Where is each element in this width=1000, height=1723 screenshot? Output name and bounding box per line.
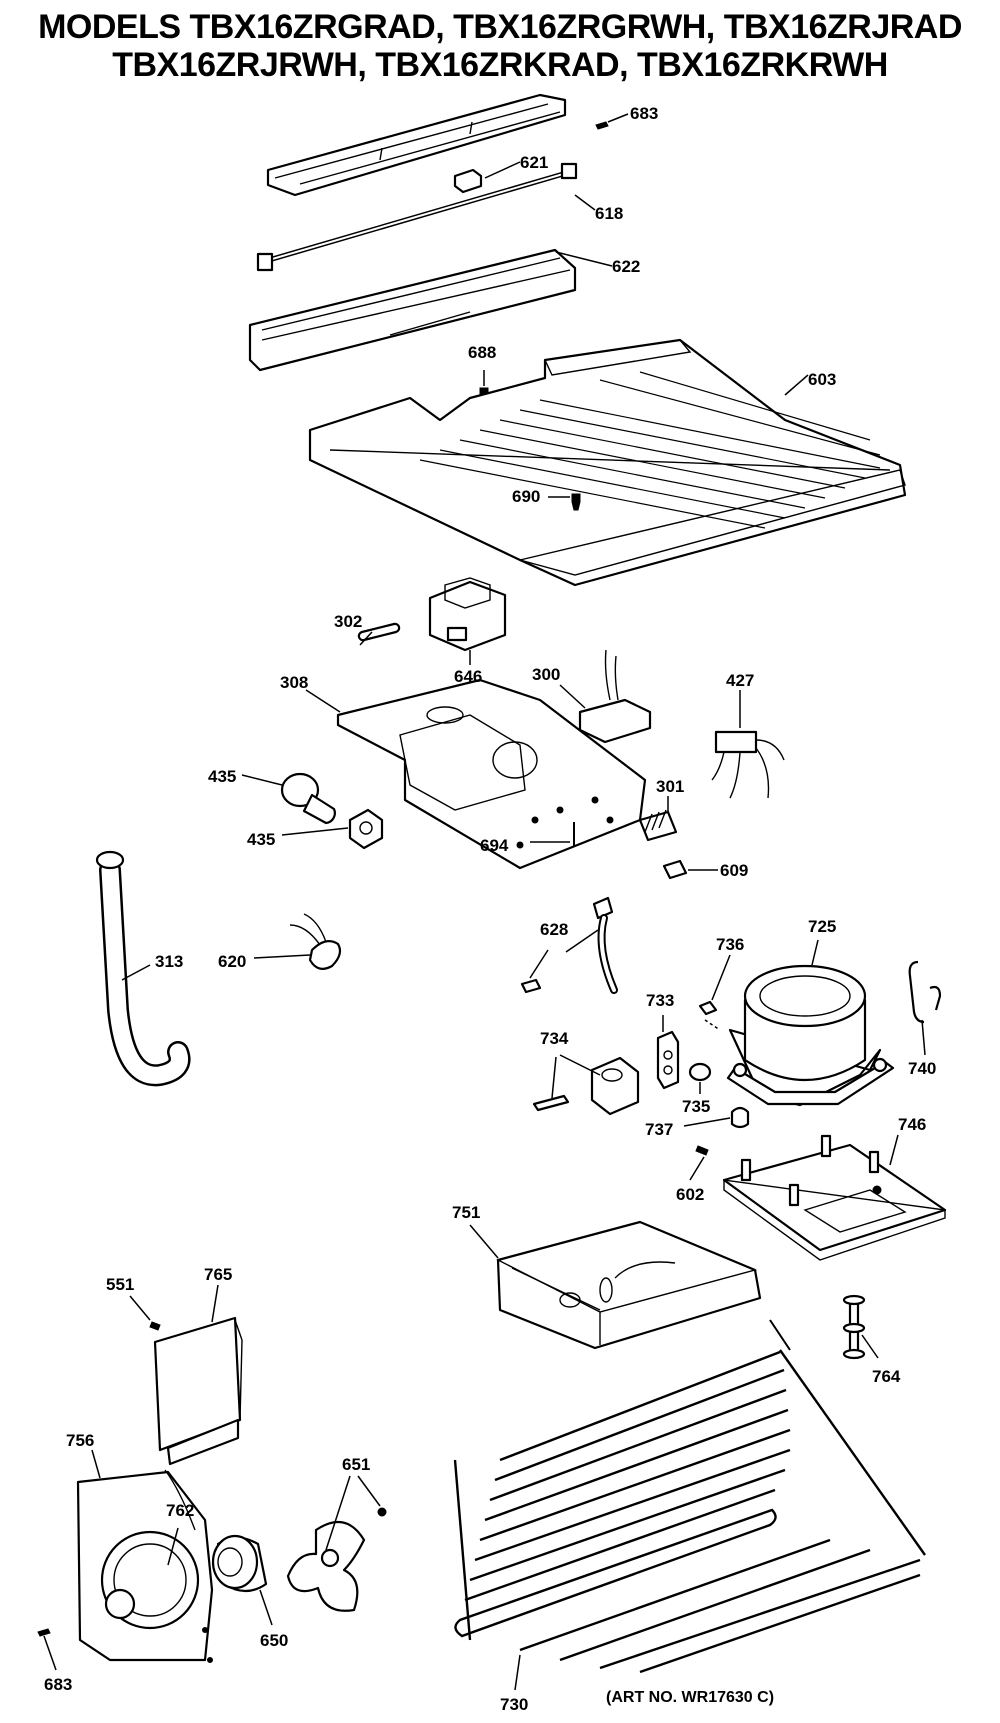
part-618-rod [256, 162, 596, 272]
label-618: 618 [595, 204, 623, 223]
label-302: 302 [334, 612, 362, 631]
part-300-switch [559, 649, 652, 744]
part-730-condenser [453, 1319, 926, 1691]
label-762: 762 [166, 1501, 194, 1520]
part-427-harness [711, 690, 785, 799]
part-301-spring [638, 796, 678, 842]
part-690-screw [548, 493, 581, 511]
label-764: 764 [872, 1367, 901, 1386]
part-756-fan-shroud [76, 1449, 214, 1663]
label-646: 646 [454, 667, 482, 686]
part-683-screw-bottom [37, 1628, 57, 1671]
label-628: 628 [540, 920, 568, 939]
diagram-title-line-2: TBX16ZRJRWH, TBX16ZRKRAD, TBX16ZRKRWH [112, 46, 888, 84]
label-551: 551 [106, 1275, 134, 1294]
art-number: (ART NO. WR17630 C) [606, 1689, 774, 1706]
label-602: 602 [676, 1185, 704, 1204]
label-609: 609 [720, 861, 748, 880]
part-603-shelf [308, 338, 907, 587]
label-733: 733 [646, 991, 674, 1010]
label-734: 734 [540, 1029, 569, 1048]
label-427: 427 [726, 671, 754, 690]
label-301: 301 [656, 777, 684, 796]
part-602-screw [689, 1145, 709, 1181]
label-683-top: 683 [630, 104, 658, 123]
part-621-bracket [266, 93, 567, 197]
label-765: 765 [204, 1265, 232, 1284]
diagram-title-line-1: MODELS TBX16ZRGRAD, TBX16ZRGRWH, TBX16ZR… [38, 8, 962, 46]
part-435-bulb [241, 772, 336, 825]
part-628-cord [520, 896, 618, 994]
part-620-capacitor [253, 913, 342, 971]
part-551-screw [129, 1295, 161, 1331]
label-756: 756 [66, 1431, 94, 1450]
label-300: 300 [532, 665, 560, 684]
label-308: 308 [280, 673, 308, 692]
part-302-pin [357, 622, 401, 646]
label-735: 735 [682, 1097, 710, 1116]
part-435-socket [281, 808, 384, 850]
part-646-control [428, 577, 507, 665]
part-683-screw-top [595, 113, 629, 130]
label-651: 651 [342, 1455, 370, 1474]
part-736-clip [698, 954, 731, 1016]
label-603: 603 [808, 370, 836, 389]
part-751-drain-pan [469, 1220, 762, 1350]
label-435-bulb: 435 [208, 767, 236, 786]
part-694-screw [530, 822, 575, 846]
label-688: 688 [468, 343, 496, 362]
part-number-labels: 683 621 618 622 688 603 690 302 646 308 … [44, 104, 936, 1714]
label-725: 725 [808, 917, 836, 936]
part-651-fan-blade [286, 1475, 387, 1612]
part-735-grommet [688, 1062, 712, 1094]
label-650: 650 [260, 1631, 288, 1650]
label-740: 740 [908, 1059, 936, 1078]
part-733-relay [656, 1015, 680, 1090]
part-622-channel [248, 248, 613, 372]
label-737: 737 [645, 1120, 673, 1139]
label-683-bottom: 683 [44, 1675, 72, 1694]
part-734-overload [532, 1054, 640, 1116]
part-762-bracket [164, 1469, 196, 1566]
part-765-panel [153, 1284, 243, 1466]
part-609-fitting [662, 859, 718, 880]
part-740-hook [908, 960, 942, 1056]
label-620: 620 [218, 952, 246, 971]
label-622: 622 [612, 257, 640, 276]
label-746: 746 [898, 1115, 926, 1134]
label-751: 751 [452, 1203, 480, 1222]
label-313: 313 [155, 952, 183, 971]
part-746-base-plate [722, 1134, 947, 1261]
label-690: 690 [512, 487, 540, 506]
label-435-socket: 435 [247, 830, 275, 849]
label-694: 694 [480, 836, 509, 855]
part-650-fan-motor [211, 1534, 273, 1626]
part-308-housing [305, 678, 647, 870]
label-730: 730 [500, 1695, 528, 1714]
part-737-grommet [683, 1106, 750, 1129]
part-764-grommet [842, 1294, 879, 1360]
part-725-compressor [704, 939, 895, 1107]
label-621: 621 [520, 153, 548, 172]
part-621-clip [453, 161, 521, 194]
label-736: 736 [716, 935, 744, 954]
part-313-tube [95, 850, 191, 1087]
